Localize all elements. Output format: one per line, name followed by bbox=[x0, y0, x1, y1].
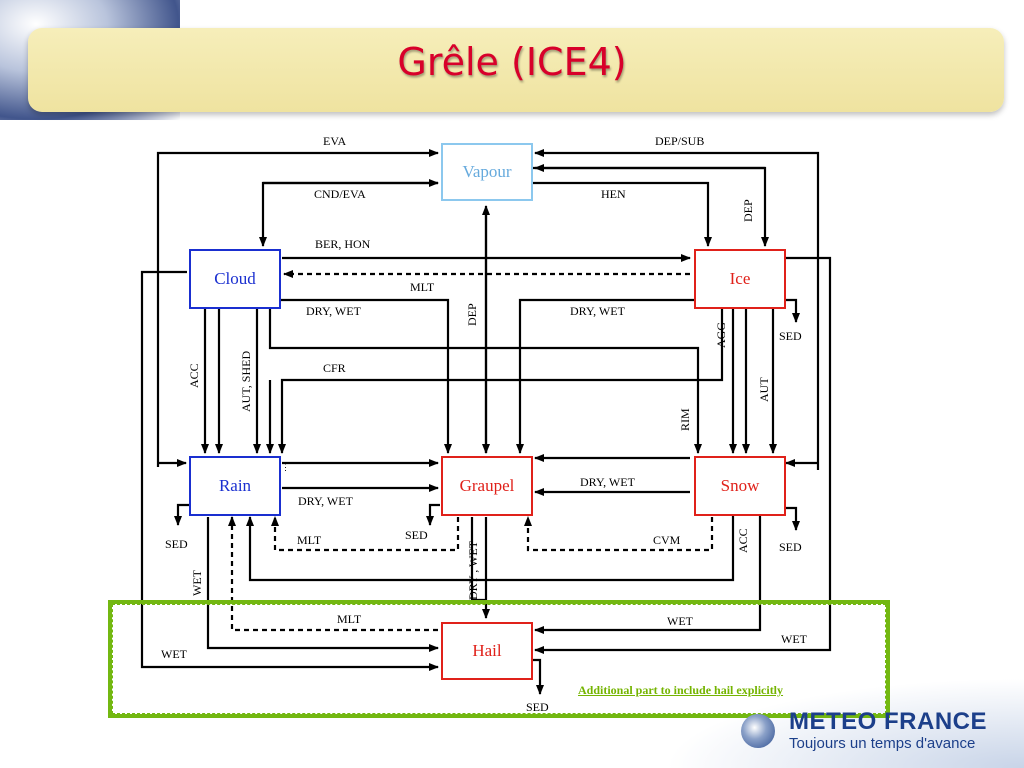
arrow-dep-sub bbox=[534, 149, 820, 470]
label-mlt-rain: MLT bbox=[297, 533, 322, 547]
label-sed-snow: SED bbox=[779, 540, 802, 554]
arrow-wet-snow-hail bbox=[534, 508, 762, 634]
label-sed-hail: SED bbox=[526, 700, 549, 714]
title-band bbox=[28, 28, 1004, 112]
label-sed-graupel: SED bbox=[405, 528, 428, 542]
arrow-rim bbox=[268, 305, 702, 454]
label-wet-ice-hail: WET bbox=[781, 632, 807, 646]
label-cvm: CVM bbox=[653, 533, 681, 547]
label-mlt-hail: MLT bbox=[337, 612, 362, 626]
rain-box: Rain bbox=[189, 456, 281, 516]
meteo-france-logo: METEO FRANCE Toujours un temps d'avance bbox=[741, 708, 1024, 768]
label-sed-rain: SED bbox=[165, 537, 188, 551]
label-dry-wet-right: DRY, WET bbox=[570, 304, 625, 318]
label-acc-snow: ACC bbox=[736, 528, 750, 553]
arrow-sed-ice bbox=[786, 298, 800, 323]
arrow-sed-rain bbox=[174, 503, 189, 526]
arrow-hen bbox=[532, 181, 712, 247]
hail-extension-frame bbox=[108, 600, 890, 718]
arrow-mlt-hail bbox=[228, 516, 438, 632]
label-cnd-eva: CND/EVA bbox=[314, 187, 366, 201]
slide-title: Grêle (ICE4) bbox=[397, 40, 627, 84]
label-dep-sub: DEP/SUB bbox=[655, 134, 705, 148]
label-dry-wet-snow: DRY, WET bbox=[580, 475, 635, 489]
cloud-box: Cloud bbox=[189, 249, 281, 309]
label-dry-wet-left: DRY, WET bbox=[306, 304, 361, 318]
label-agg: AGG bbox=[714, 322, 728, 348]
label-dry-wet-rain: DRY, WET bbox=[298, 494, 353, 508]
label-sed-ice: SED bbox=[779, 329, 802, 343]
hail-extension-inner-border bbox=[112, 604, 886, 714]
hail-extension-note: Additional part to include hail explicit… bbox=[578, 683, 784, 697]
arrow-snow-rain-bottom bbox=[246, 508, 735, 582]
arrow-wet-cloud-hail bbox=[140, 270, 439, 671]
footer-decoration bbox=[664, 678, 1024, 768]
arrow-ice-hail bbox=[534, 256, 832, 654]
label-mlt-cloud: MLT bbox=[410, 280, 435, 294]
arrow-sed-graupel bbox=[426, 503, 440, 526]
vapour-box: Vapour bbox=[441, 143, 533, 201]
arrow-wet-rain-hail bbox=[206, 517, 439, 652]
arrow-dry-wet-left bbox=[268, 298, 452, 454]
logo-tagline: Toujours un temps d'avance bbox=[789, 735, 976, 752]
svg-text:⋮: ⋮ bbox=[281, 463, 290, 473]
arrow-dep-ice bbox=[532, 166, 769, 247]
label-cfr: CFR bbox=[323, 361, 346, 375]
label-wet-rain-vertical: WET bbox=[190, 570, 204, 596]
snow-box: Snow bbox=[694, 456, 786, 516]
label-hen: HEN bbox=[601, 187, 626, 201]
ice-box: Ice bbox=[694, 249, 786, 309]
label-dry-wet-vertical: DRY , WET bbox=[466, 541, 480, 600]
arrow-cvm bbox=[524, 508, 714, 552]
label-aut-shed: AUT, SHED bbox=[239, 350, 253, 412]
label-rim: RIM bbox=[678, 408, 692, 431]
label-acc-left: ACC bbox=[187, 363, 201, 388]
logo-name: METEO FRANCE bbox=[789, 708, 987, 735]
arrow-sed-snow bbox=[786, 506, 800, 531]
arrow-eva bbox=[156, 149, 439, 467]
label-wet-snow-hail: WET bbox=[667, 614, 693, 628]
hail-box: Hail bbox=[441, 622, 533, 680]
label-aut-right: AUT bbox=[757, 377, 771, 402]
label-ber-hon: BER, HON bbox=[315, 237, 371, 251]
label-wet-cloud-hail: WET bbox=[161, 647, 187, 661]
meteo-france-mark-icon bbox=[741, 714, 775, 748]
label-eva: EVA bbox=[323, 134, 347, 148]
label-dep-ice: DEP bbox=[741, 199, 755, 222]
label-dep-graupel: DEP bbox=[465, 303, 479, 326]
arrow-cfr bbox=[278, 305, 724, 454]
graupel-box: Graupel bbox=[441, 456, 533, 516]
